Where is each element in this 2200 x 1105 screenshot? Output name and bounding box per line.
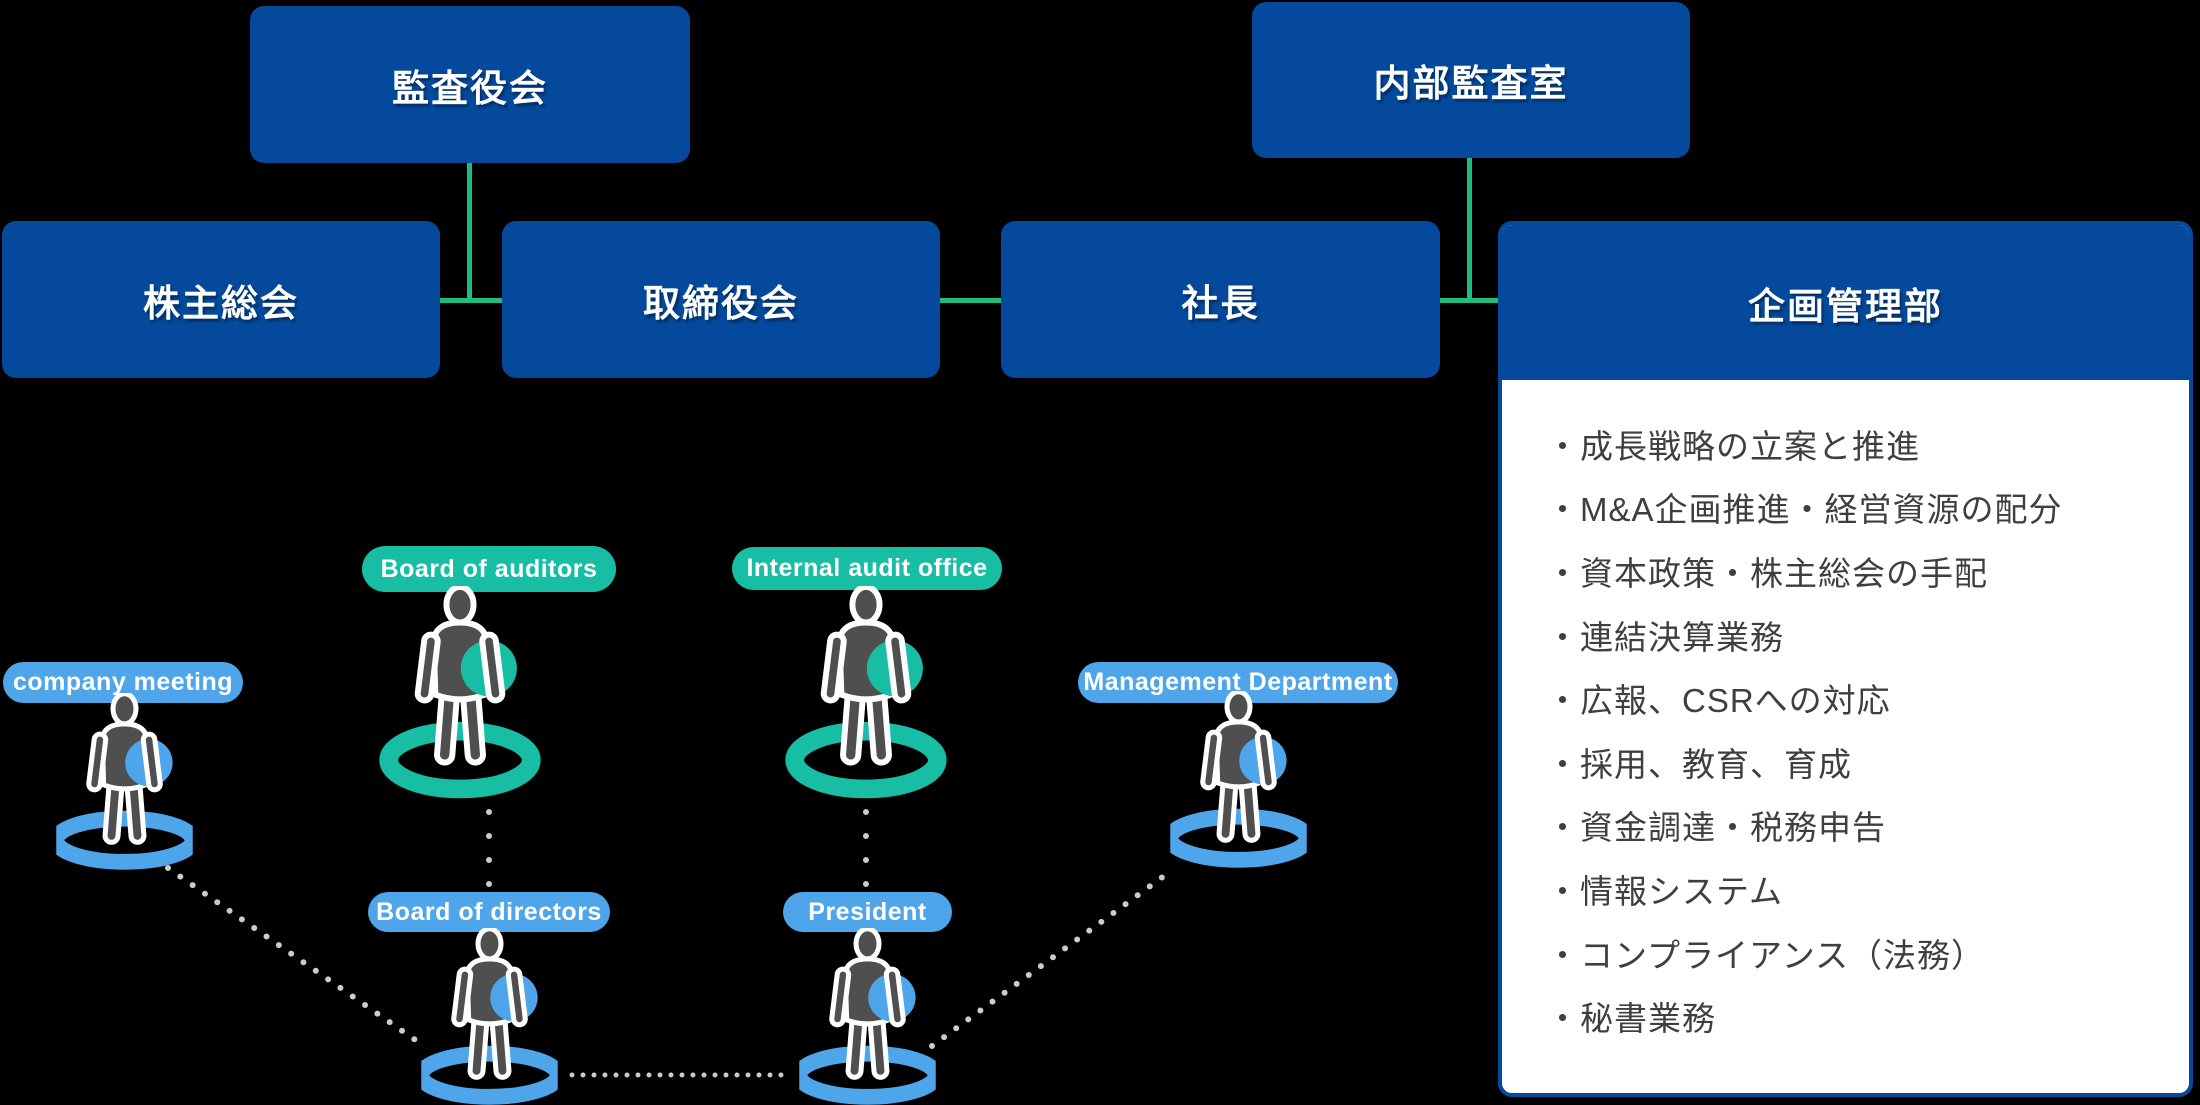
- connector-president-planning: [1440, 298, 1503, 303]
- pill-company-meeting: company meeting: [3, 662, 243, 703]
- box-president-label: 社長: [1181, 282, 1260, 324]
- duty-list-item: ・秘書業務: [1546, 1000, 1716, 1038]
- pill-board-of-auditors: Board of auditors: [362, 546, 616, 592]
- pill-board-of-auditors-label: Board of auditors: [380, 554, 598, 583]
- connector-shareholders-directors: [440, 298, 502, 303]
- box-shareholders-meeting-label: 株主総会: [143, 282, 299, 324]
- box-shareholders-meeting: 株主総会: [2, 221, 440, 378]
- duty-list-item: ・M&A企画推進・経営資源の配分: [1546, 491, 2063, 529]
- duty-list-item: ・成長戦略の立案と推進: [1546, 427, 1920, 465]
- pill-board-of-directors: Board of directors: [368, 892, 610, 932]
- connector-auditors-vertical: [467, 163, 472, 302]
- connector-internal-audit-vertical: [1467, 158, 1472, 302]
- person-icon-president: [799, 928, 936, 1105]
- box-internal-audit-office: 内部監査室: [1252, 2, 1690, 158]
- duty-list-item: ・コンプライアンス（法務）: [1546, 936, 1986, 974]
- person-icon-company-meeting: [56, 693, 193, 874]
- dotted-line-president-to-management: [929, 867, 1175, 1049]
- planning-management-title: 企画管理部: [1748, 285, 1943, 327]
- person-icon-board-of-directors: [421, 928, 558, 1105]
- person-icon-internal-audit-office: [785, 586, 947, 800]
- pill-president-label: President: [808, 897, 927, 926]
- box-president: 社長: [1001, 221, 1440, 378]
- duty-list: ・成長戦略の立案と推進・M&A企画推進・経営資源の配分・資本政策・株主総会の手配…: [1502, 380, 2189, 1048]
- box-board-of-auditors: 監査役会: [250, 6, 690, 163]
- person-icon-management-department: [1170, 691, 1307, 872]
- planning-management-panel: 企画管理部 ・成長戦略の立案と推進・M&A企画推進・経営資源の配分・資本政策・株…: [1498, 221, 2193, 1097]
- duty-list-item: ・採用、教育、育成: [1546, 745, 1852, 783]
- connector-directors-president: [940, 298, 1001, 303]
- pill-president: President: [783, 892, 952, 932]
- duty-list-item: ・資金調達・税務申告: [1546, 809, 1886, 847]
- duty-list-item: ・広報、CSRへの対応: [1546, 682, 1891, 720]
- pill-company-meeting-label: company meeting: [12, 668, 234, 696]
- pill-internal-audit-office: Internal audit office: [732, 547, 1002, 590]
- planning-management-header: 企画管理部: [1502, 225, 2189, 380]
- box-board-of-directors: 取締役会: [502, 221, 940, 378]
- person-icon-board-of-auditors: [379, 586, 541, 800]
- pill-internal-audit-office-label: Internal audit office: [746, 554, 988, 582]
- duty-list-item: ・情報システム: [1546, 872, 1784, 910]
- box-board-of-directors-label: 取締役会: [643, 282, 799, 324]
- pill-board-of-directors-label: Board of directors: [376, 897, 602, 926]
- duty-list-item: ・連結決算業務: [1546, 618, 1784, 656]
- duty-list-item: ・資本政策・株主総会の手配: [1546, 554, 1988, 592]
- box-board-of-auditors-label: 監査役会: [392, 67, 548, 109]
- box-internal-audit-office-label: 内部監査室: [1373, 63, 1569, 104]
